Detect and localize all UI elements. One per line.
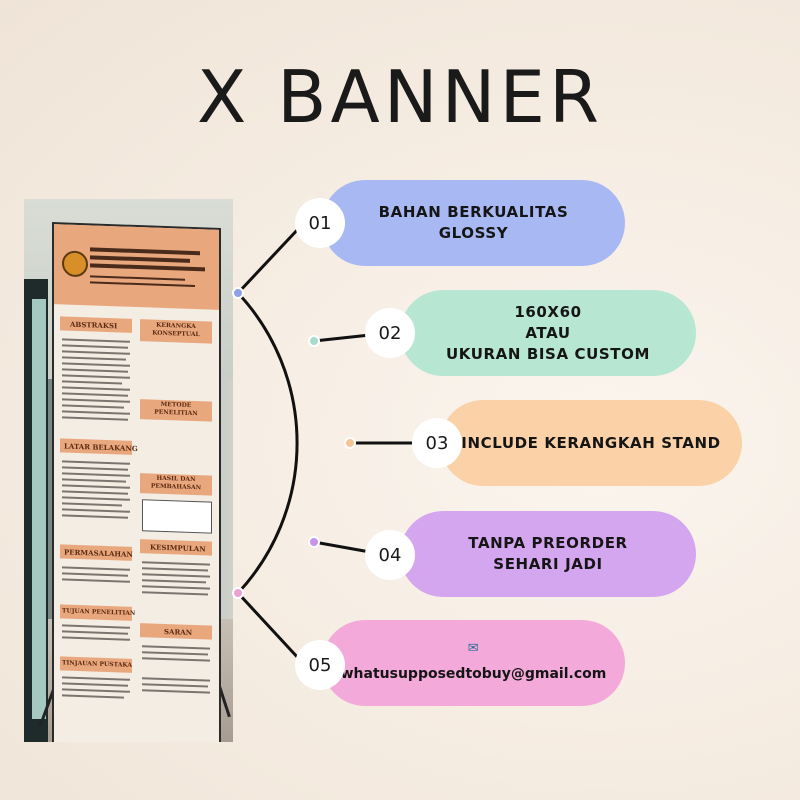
feature-pill-04: TANPA PREORDER SEHARI JADI <box>400 511 696 597</box>
step-number-03: 03 <box>412 418 462 468</box>
email-icon: ✉ <box>467 640 480 656</box>
arc-dot-05 <box>232 587 244 599</box>
arc-dot-04 <box>308 536 320 548</box>
pill-line: UKURAN BISA CUSTOM <box>445 344 650 363</box>
pill-line: 160X60 <box>514 302 582 321</box>
arc-dot-01 <box>232 287 244 299</box>
pill-line: INCLUDE KERANGKAH STAND <box>461 433 721 452</box>
pill-line: SEHARI JADI <box>493 555 603 573</box>
photo-side-board-panel <box>32 299 46 719</box>
banner-photo: ABSTRAKSI KERANGKA KONSEPTUAL METODE PEN… <box>24 199 233 742</box>
arc-dot-03 <box>344 437 356 449</box>
pill-line: GLOSSY <box>438 224 509 242</box>
page-title: X BANNER <box>196 55 604 139</box>
arc-dot-02 <box>308 335 320 347</box>
step-number-04: 04 <box>365 530 415 580</box>
feature-pill-02: 160X60 ATAU UKURAN BISA CUSTOM <box>400 290 696 376</box>
step-number-01: 01 <box>295 198 345 248</box>
step-number-05: 05 <box>295 640 345 690</box>
email-address[interactable]: whatusupposedtobuy@gmail.com <box>340 665 607 682</box>
feature-pill-05: ✉ whatusupposedtobuy@gmail.com <box>322 620 625 706</box>
step-number-02: 02 <box>365 308 415 358</box>
feature-pill-01: BAHAN BERKUALITAS GLOSSY <box>322 180 625 266</box>
pill-line: BAHAN BERKUALITAS <box>378 203 569 221</box>
pill-line: TANPA PREORDER <box>468 534 628 552</box>
pill-line: ATAU <box>525 323 571 342</box>
feature-pill-03: INCLUDE KERANGKAH STAND <box>440 400 742 486</box>
